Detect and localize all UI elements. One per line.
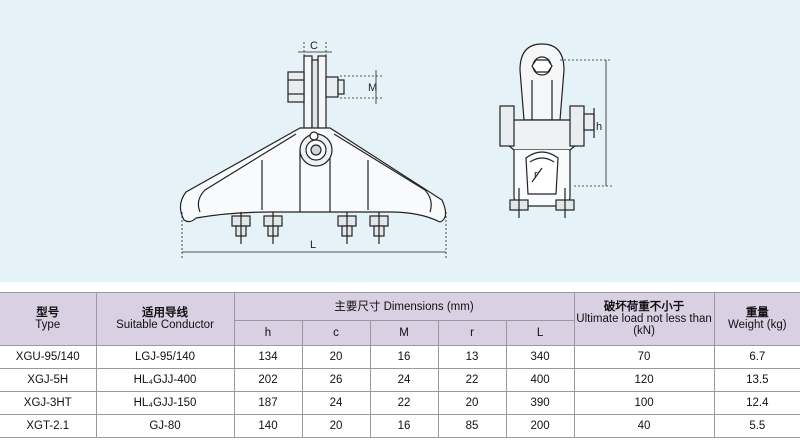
header-dimensions: 主要尺寸 Dimensions (mm) (233, 292, 575, 321)
cell-m: 16 (369, 414, 439, 438)
dimension-label-m: M (368, 82, 377, 94)
cell-load: 40 (573, 414, 715, 438)
cell-c: 24 (301, 391, 371, 415)
table-row: XGT-2.1 GJ-80 140 20 16 85 200 40 5.5 (0, 414, 800, 438)
cell-load: 120 (573, 368, 715, 392)
specification-table: 型号 Type 适用导线 Suitable Conductor 主要尺寸 Dim… (0, 292, 800, 438)
cell-r: 20 (437, 391, 507, 415)
cell-r: 22 (437, 368, 507, 392)
cell-weight: 12.4 (713, 391, 800, 415)
dimension-label-c: C (310, 40, 318, 52)
cell-conductor: HL₄GJJ-150 (95, 391, 235, 415)
cell-c: 20 (301, 345, 371, 369)
cell-m: 16 (369, 345, 439, 369)
product-drawing-area: C M L h r (0, 0, 800, 282)
front-view (179, 55, 447, 244)
cell-weight: 13.5 (713, 368, 800, 392)
dimension-label-r: r (534, 169, 538, 181)
cell-type: XGJ-3HT (0, 391, 97, 415)
cell-l: 200 (505, 414, 575, 438)
subheader-m: M (369, 320, 439, 346)
table-row: XGU-95/140 LGJ-95/140 134 20 16 13 340 7… (0, 345, 800, 369)
cell-r: 85 (437, 414, 507, 438)
cell-type: XGJ-5H (0, 368, 97, 392)
specification-table-wrap: 型号 Type 适用导线 Suitable Conductor 主要尺寸 Dim… (0, 292, 800, 448)
header-conductor: 适用导线 Suitable Conductor (95, 292, 235, 346)
cell-conductor: HL₄GJJ-400 (95, 368, 235, 392)
cell-type: XGT-2.1 (0, 414, 97, 438)
side-view (499, 43, 595, 218)
cell-h: 187 (233, 391, 303, 415)
cell-c: 26 (301, 368, 371, 392)
header-ultimate-load: 破坏荷重不小于 Ultimate load not less than (kN) (573, 292, 715, 346)
cell-l: 390 (505, 391, 575, 415)
cell-weight: 6.7 (713, 345, 800, 369)
cell-r: 13 (437, 345, 507, 369)
cell-load: 100 (573, 391, 715, 415)
suspension-clamp-drawing: C M L h r (179, 40, 612, 258)
cell-conductor: LGJ-95/140 (95, 345, 235, 369)
cell-h: 202 (233, 368, 303, 392)
table-row: XGJ-3HT HL₄GJJ-150 187 24 22 20 390 100 … (0, 391, 800, 415)
cell-h: 134 (233, 345, 303, 369)
cell-type: XGU-95/140 (0, 345, 97, 369)
subheader-c: c (301, 320, 371, 346)
table-row: XGJ-5H HL₄GJJ-400 202 26 24 22 400 120 1… (0, 368, 800, 392)
subheader-h: h (233, 320, 303, 346)
cell-l: 340 (505, 345, 575, 369)
cell-l: 400 (505, 368, 575, 392)
cell-load: 70 (573, 345, 715, 369)
cell-m: 22 (369, 391, 439, 415)
cell-m: 24 (369, 368, 439, 392)
cell-conductor: GJ-80 (95, 414, 235, 438)
cell-weight: 5.5 (713, 414, 800, 438)
cell-c: 20 (301, 414, 371, 438)
dimension-label-l: L (310, 239, 316, 251)
subheader-r: r (437, 320, 507, 346)
dimension-label-h: h (596, 121, 602, 133)
header-weight: 重量 Weight (kg) (713, 292, 800, 346)
cell-h: 140 (233, 414, 303, 438)
subheader-l: L (505, 320, 575, 346)
header-type: 型号 Type (0, 292, 97, 346)
